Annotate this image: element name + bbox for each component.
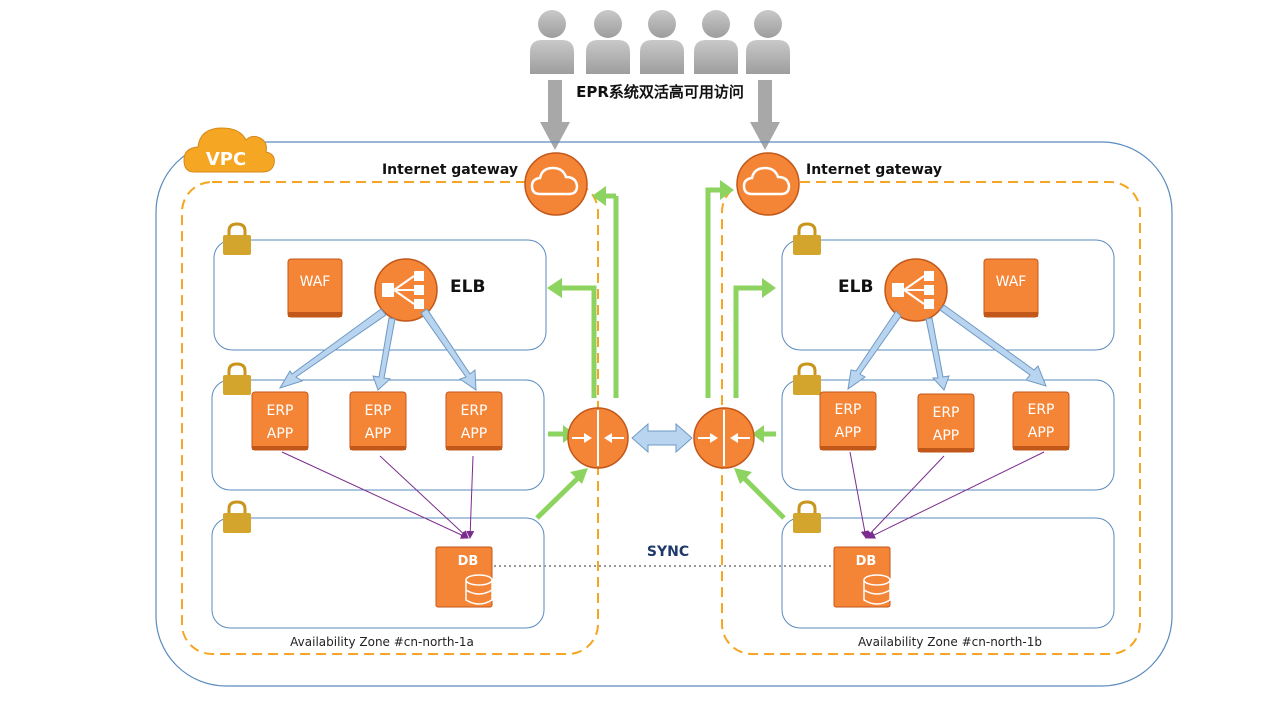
erp-app-label: APP: [267, 426, 293, 442]
elb-to-app-arrows-a: [278, 308, 477, 391]
erp-app-label: ERP: [1027, 402, 1054, 418]
green-arrowheads-b: [720, 180, 776, 484]
load-balancer-icon: [382, 271, 424, 309]
lock-icon: [793, 222, 821, 255]
waf-b: WAF: [983, 258, 1039, 318]
vpc-badge: VPC: [183, 127, 275, 173]
az-label-b: Availability Zone #cn-north-1b: [858, 635, 1042, 649]
db-b: DB: [833, 546, 891, 608]
user-icon: [640, 10, 684, 74]
router-b: [693, 407, 755, 469]
subnet-web-a: [213, 239, 547, 351]
subnet-db-a: [211, 517, 545, 629]
erp-app-a1: ERP APP: [251, 391, 309, 451]
igw-label-a: Internet gateway: [382, 162, 518, 178]
vpc-boundary: [155, 141, 1173, 687]
erp-app-label: APP: [365, 426, 391, 442]
elb-to-app-arrows-b: [847, 304, 1047, 391]
elb-a: [374, 258, 438, 322]
elb-label-b: ELB: [838, 277, 873, 297]
load-balancer-icon: [892, 271, 934, 309]
erp-app-label: ERP: [266, 403, 293, 419]
db-label: DB: [856, 554, 877, 569]
user-icon: [586, 10, 630, 74]
app-to-db-lines-a: [281, 451, 475, 539]
erp-app-label: ERP: [932, 405, 959, 421]
igw-label-b: Internet gateway: [806, 162, 942, 178]
lock-icon: [793, 500, 821, 533]
vpc-label: VPC: [206, 149, 246, 170]
erp-app-b2: ERP APP: [917, 393, 975, 453]
green-arrows-b: [705, 187, 786, 520]
sync-label: SYNC: [647, 544, 689, 560]
router-peering-arrow: [631, 422, 693, 454]
elb-b: [884, 258, 948, 322]
user-icon: [530, 10, 574, 74]
green-arrows-a: [535, 193, 619, 520]
erp-app-label: APP: [835, 425, 861, 441]
router-a: [567, 407, 629, 469]
database-icon: [465, 574, 493, 605]
az-label-a: Availability Zone #cn-north-1a: [290, 635, 474, 649]
waf-label: WAF: [300, 274, 331, 290]
erp-app-b1: ERP APP: [819, 391, 877, 451]
subnet-web-b: [781, 239, 1115, 351]
lock-icon: [223, 222, 251, 255]
erp-app-b3: ERP APP: [1012, 391, 1070, 451]
router-icon: [572, 410, 624, 466]
banner-title: EPR系统双活高可用访问: [576, 83, 744, 101]
lock-icon: [793, 362, 821, 395]
erp-app-a3: ERP APP: [445, 391, 503, 451]
erp-app-label: ERP: [834, 402, 861, 418]
db-a: DB: [435, 546, 493, 608]
lock-icon: [223, 500, 251, 533]
erp-app-label: APP: [933, 428, 959, 444]
subnet-db-b: [781, 517, 1115, 629]
waf-label: WAF: [996, 274, 1027, 290]
internet-gateway-a: [524, 152, 588, 216]
router-icon: [698, 410, 750, 466]
cloud-icon: [742, 166, 791, 196]
vpc-cloud-icon: [183, 127, 275, 173]
erp-app-label: ERP: [460, 403, 487, 419]
erp-app-label: APP: [461, 426, 487, 442]
users-group: [530, 10, 790, 74]
erp-app-a2: ERP APP: [349, 391, 407, 451]
database-icon: [863, 574, 891, 605]
cloud-icon: [530, 166, 579, 196]
lock-icon: [223, 362, 251, 395]
elb-label-a: ELB: [450, 277, 485, 297]
app-to-db-lines-b: [849, 451, 1045, 539]
user-access-arrow-left: [540, 80, 570, 150]
db-label: DB: [458, 554, 479, 569]
erp-app-label: ERP: [364, 403, 391, 419]
user-icon: [694, 10, 738, 74]
user-icon: [746, 10, 790, 74]
internet-gateway-b: [736, 152, 800, 216]
user-access-arrow-right: [750, 80, 780, 150]
waf-a: WAF: [287, 258, 343, 318]
erp-app-label: APP: [1028, 425, 1054, 441]
green-arrowheads-a: [547, 186, 606, 484]
